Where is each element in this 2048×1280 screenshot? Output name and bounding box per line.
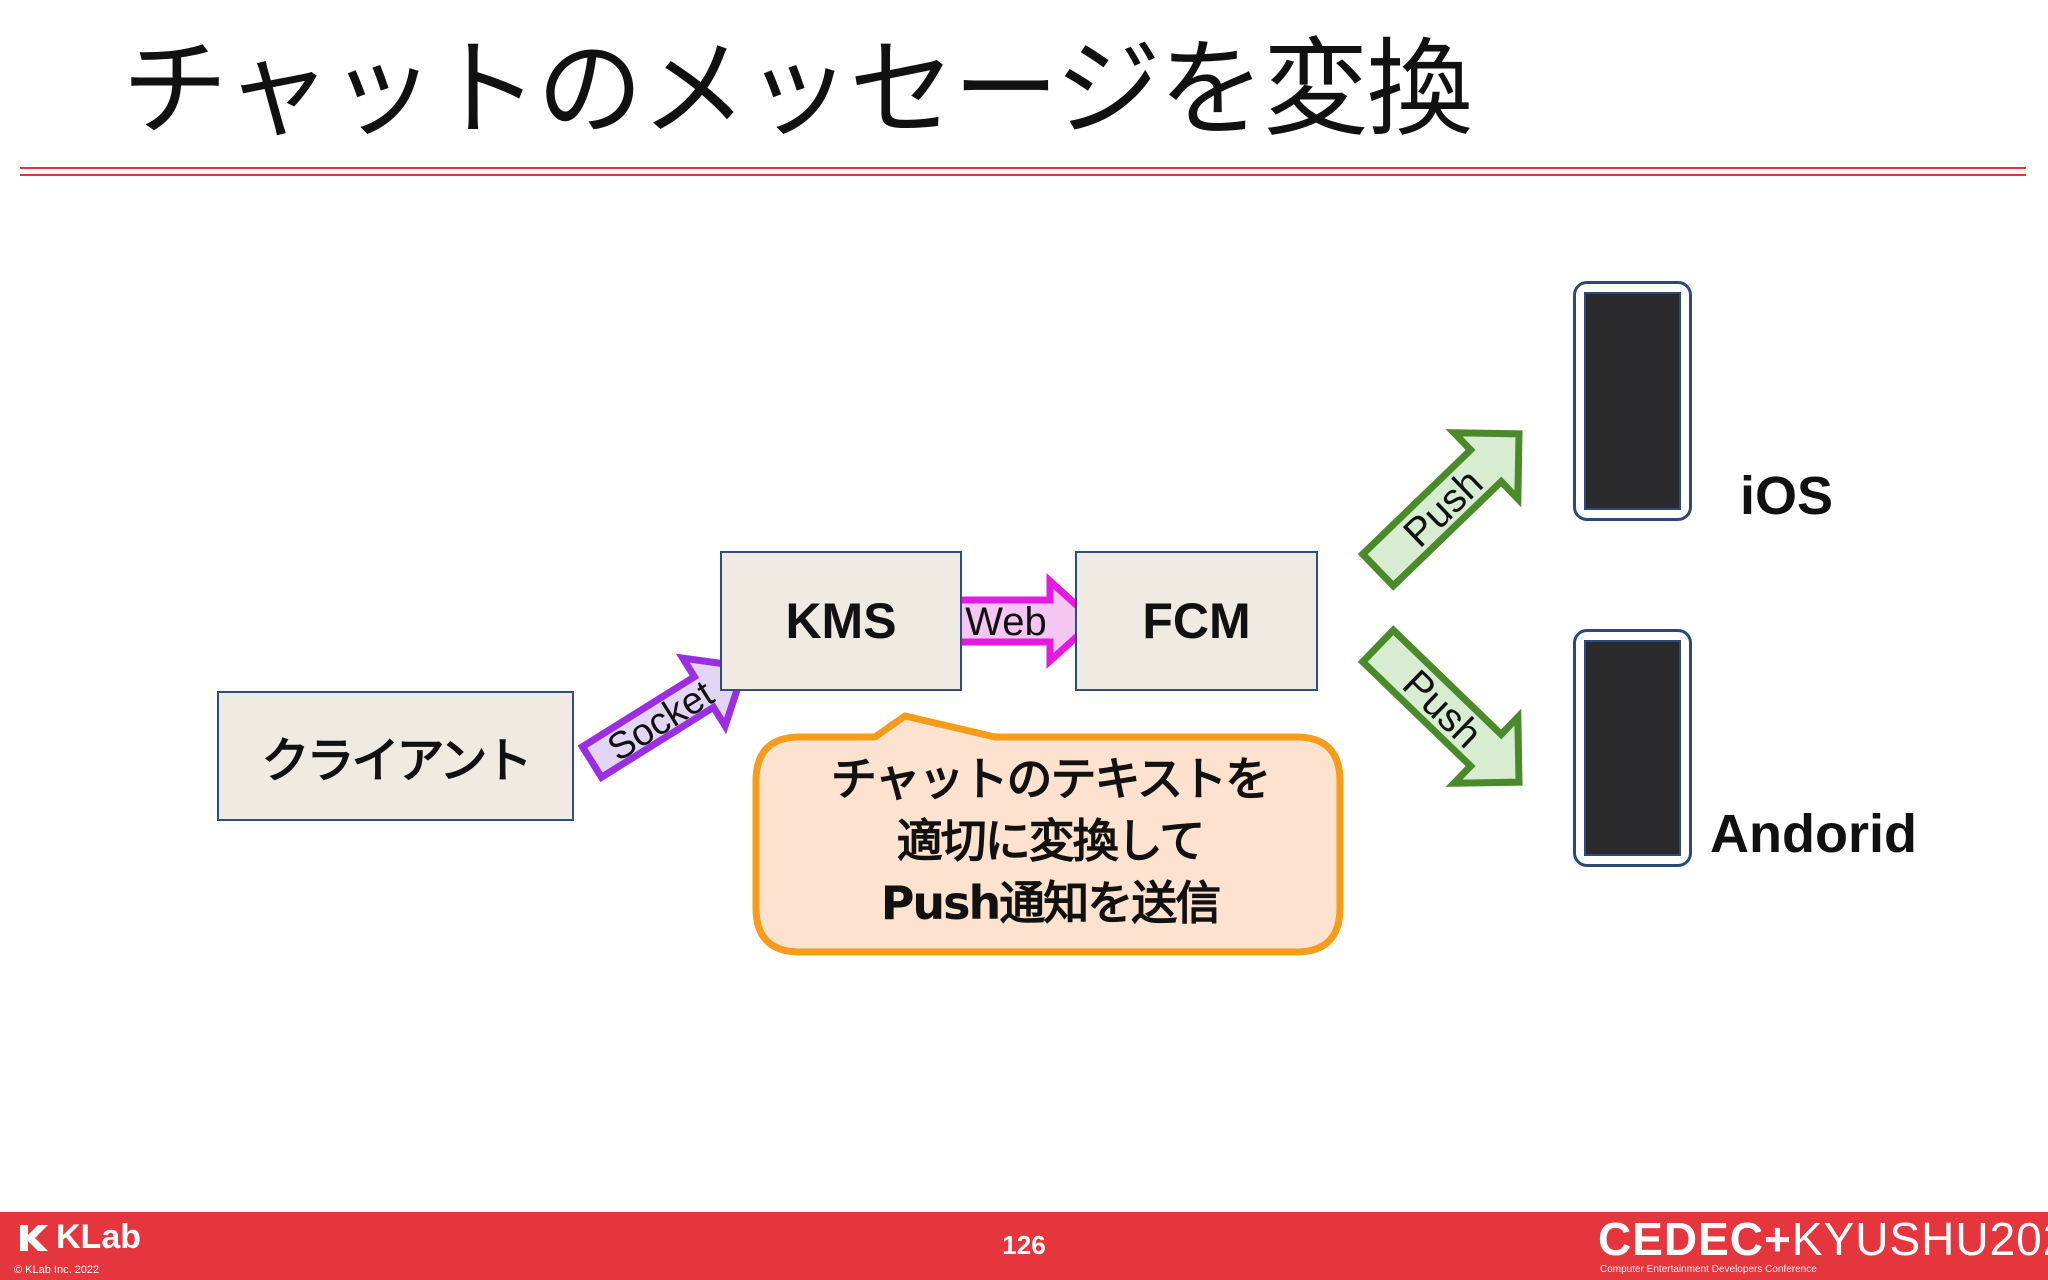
ios-phone-icon [1573, 281, 1692, 521]
copyright: © KLab Inc. 2022 [14, 1264, 100, 1276]
push-down-arrow: Push [1357, 625, 1523, 787]
event-subtitle: Computer Entertainment Developers Confer… [1600, 1264, 1817, 1275]
kms-label: KMS [785, 593, 897, 649]
ios-phone-screen [1584, 292, 1681, 510]
klab-brand: KLab [56, 1218, 141, 1256]
android-phone-screen [1584, 640, 1681, 856]
callout-line-2: 適切に変換して [896, 814, 1206, 868]
push-up-arrow: Push [1357, 429, 1523, 591]
callout-line-3: Push通知を送信 [880, 876, 1222, 930]
event-logo-bold: CEDEC+ [1598, 1213, 1792, 1265]
cedec-kyushu-logo: CEDEC+KYUSHU2022 Computer Entertainment … [1598, 1214, 2048, 1276]
title-rule-bottom [20, 174, 2026, 176]
klab-logo: KLab [16, 1218, 141, 1257]
android-label: Andorid [1710, 804, 1917, 864]
title-rule-top [20, 167, 2026, 169]
footer-bar: KLab © KLab Inc. 2022 126 CEDEC+KYUSHU20… [0, 1212, 2048, 1280]
kms-box: KMS [720, 551, 962, 691]
fcm-label: FCM [1142, 593, 1251, 649]
slide-title: チャットのメッセージを変換 [122, 28, 1473, 151]
page-number: 126 [1002, 1230, 1046, 1260]
ios-label: iOS [1740, 466, 1834, 526]
callout-text: チャットのテキストを 適切に変換して Push通知を送信 [760, 748, 1340, 934]
klab-mark-icon [20, 1224, 48, 1251]
callout-bubble [752, 712, 1344, 956]
client-box: クライアント [217, 691, 574, 821]
event-logo-thin: KYUSHU2022 [1791, 1213, 2048, 1265]
fcm-box: FCM [1075, 551, 1318, 691]
web-label: Web [965, 600, 1047, 644]
android-phone-icon [1573, 629, 1692, 867]
client-label: クライアント [261, 733, 532, 789]
callout-line-1: チャットのテキストを [830, 752, 1271, 806]
